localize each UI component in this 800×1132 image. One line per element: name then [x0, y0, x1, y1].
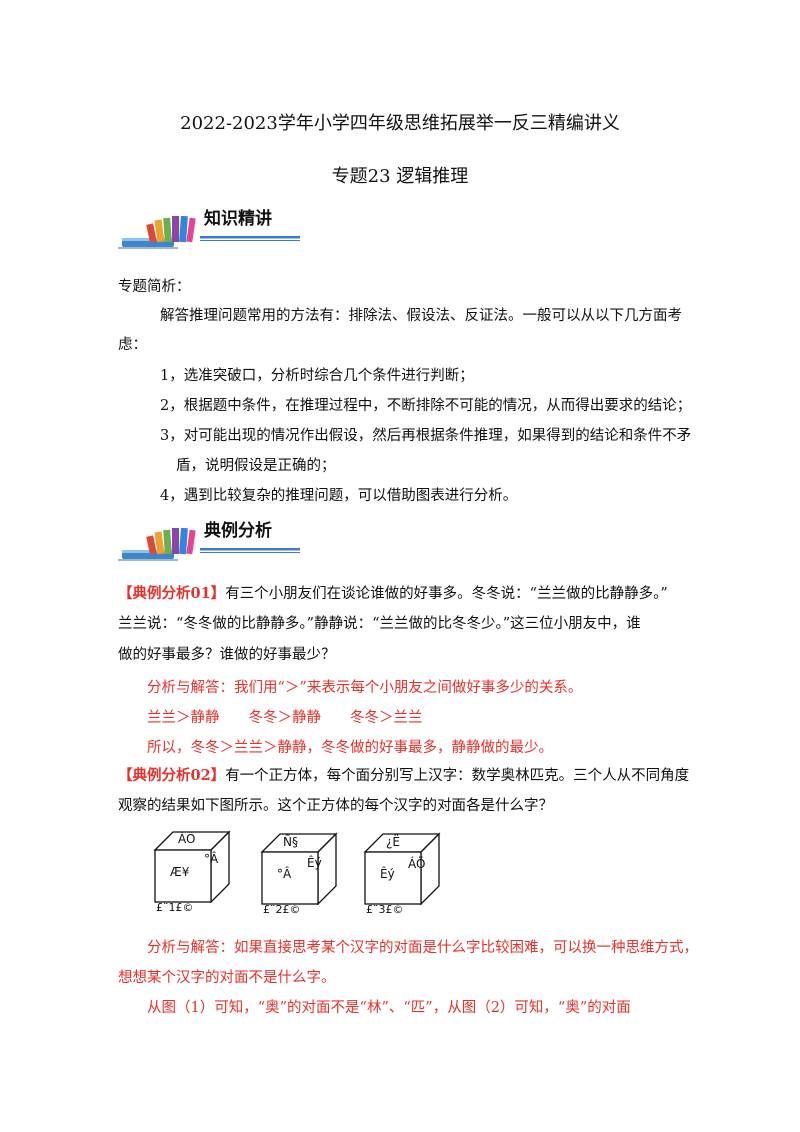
document-title: 2022-2023学年小学四年级思维拓展举一反三精编讲义 — [180, 113, 620, 134]
cube-top-face: ¿Ë — [386, 835, 400, 849]
cube-figure-3: ¿Ë Êý ÁÖ £¨3£© — [362, 830, 442, 920]
example-1-answer: 兰兰＞静静 冬冬＞静静 冬冬＞兰兰 — [147, 710, 423, 726]
cube-front-face: °Â — [277, 867, 292, 881]
cube-side-face: Êý — [307, 856, 322, 870]
example-1-tag: 【典例分析01】 — [118, 585, 226, 602]
intro-paragraph-line: 解答推理问题常用的方法有：排除法、假设法、反证法。一般可以从以下几方面考 — [160, 308, 682, 324]
intro-list-item: 盾，说明假设是正确的； — [176, 458, 336, 474]
example-1-line: 兰兰说：“冬冬做的比静静多。”静静说：“兰兰做的比冬冬少。”这三位小朋友中，谁 — [118, 616, 641, 632]
intro-list-item: 4，遇到比较复杂的推理问题，可以借助图表进行分析。 — [160, 488, 518, 504]
example-2-answer: 从图（1）可知，“奥”的对面不是“林”、“匹”，从图（2）可知，“奥”的对面 — [147, 1000, 631, 1016]
cube-drawing — [153, 830, 231, 904]
example-2-text: 有一个正方体，每个面分别写上汉字：数学奥林匹克。三个人从不同角度 — [225, 768, 690, 784]
intro-heading: 专题简析： — [118, 279, 191, 295]
cube-caption: £¨2£© — [263, 903, 301, 916]
intro-paragraph-line: 虑： — [118, 337, 147, 353]
cube-drawing — [260, 832, 338, 906]
section-title: 典例分析 — [204, 521, 272, 541]
cube-drawing — [363, 832, 441, 906]
section-header-examples: 典例分析 — [118, 512, 303, 564]
example-2-line: 观察的结果如下图所示。这个正方体的每个汉字的对面各是什么字？ — [118, 798, 553, 814]
intro-list-item: 3，对可能出现的情况作出假设，然后再根据条件推理，如果得到的结论和条件不矛 — [160, 428, 692, 444]
intro-list-item: 1，选准突破口，分析时综合几个条件进行判断； — [160, 368, 474, 384]
example-2-tag: 【典例分析02】 — [118, 767, 226, 784]
cube-figure-2: Ñ§ °Â Êý £¨2£© — [259, 830, 339, 920]
cube-front-face: Æ¥ — [170, 865, 190, 879]
document-subtitle: 专题23 逻辑推理 — [331, 166, 469, 187]
cube-top-face: Ñ§ — [283, 835, 298, 849]
cube-front-face: Êý — [380, 867, 395, 881]
cube-caption: £¨3£© — [366, 903, 404, 916]
example-2-answer: 分析与解答：如果直接思考某个汉字的对面是什么字比较困难，可以换一种思维方式， — [147, 940, 698, 956]
example-1-text: 有三个小朋友们在谈论谁做的好事多。冬冬说：“兰兰做的比静静多。” — [225, 586, 668, 602]
books-icon — [118, 527, 300, 561]
example-2-line: 【典例分析02】有一个正方体，每个面分别写上汉字：数学奥林匹克。三个人从不同角度 — [118, 766, 689, 786]
cube-top-face: ÁÖ — [178, 832, 196, 846]
cube-side-face: °Â — [204, 852, 219, 866]
books-icon — [118, 215, 300, 249]
example-1-answer: 所以，冬冬＞兰兰＞静静，冬冬做的好事最多，静静做的最少。 — [147, 740, 553, 756]
section-title: 知识精讲 — [204, 209, 272, 229]
cube-figure-1: ÁÖ Æ¥ °Â £¨1£© — [152, 828, 232, 918]
section-header-knowledge: 知识精讲 — [118, 200, 303, 252]
example-1-line: 【典例分析01】有三个小朋友们在谈论谁做的好事多。冬冬说：“兰兰做的比静静多。” — [118, 584, 668, 604]
example-1-answer: 分析与解答：我们用“＞”来表示每个小朋友之间做好事多少的关系。 — [147, 680, 583, 696]
cube-caption: £¨1£© — [156, 901, 194, 914]
intro-list-item: 2，根据题中条件，在推理过程中，不断排除不可能的情况，从而得出要求的结论； — [160, 398, 692, 414]
example-1-line: 做的好事最多？谁做的好事最少？ — [118, 647, 336, 663]
example-2-answer: 想想某个汉字的对面不是什么字。 — [118, 970, 336, 986]
cube-side-face: ÁÖ — [408, 857, 426, 871]
